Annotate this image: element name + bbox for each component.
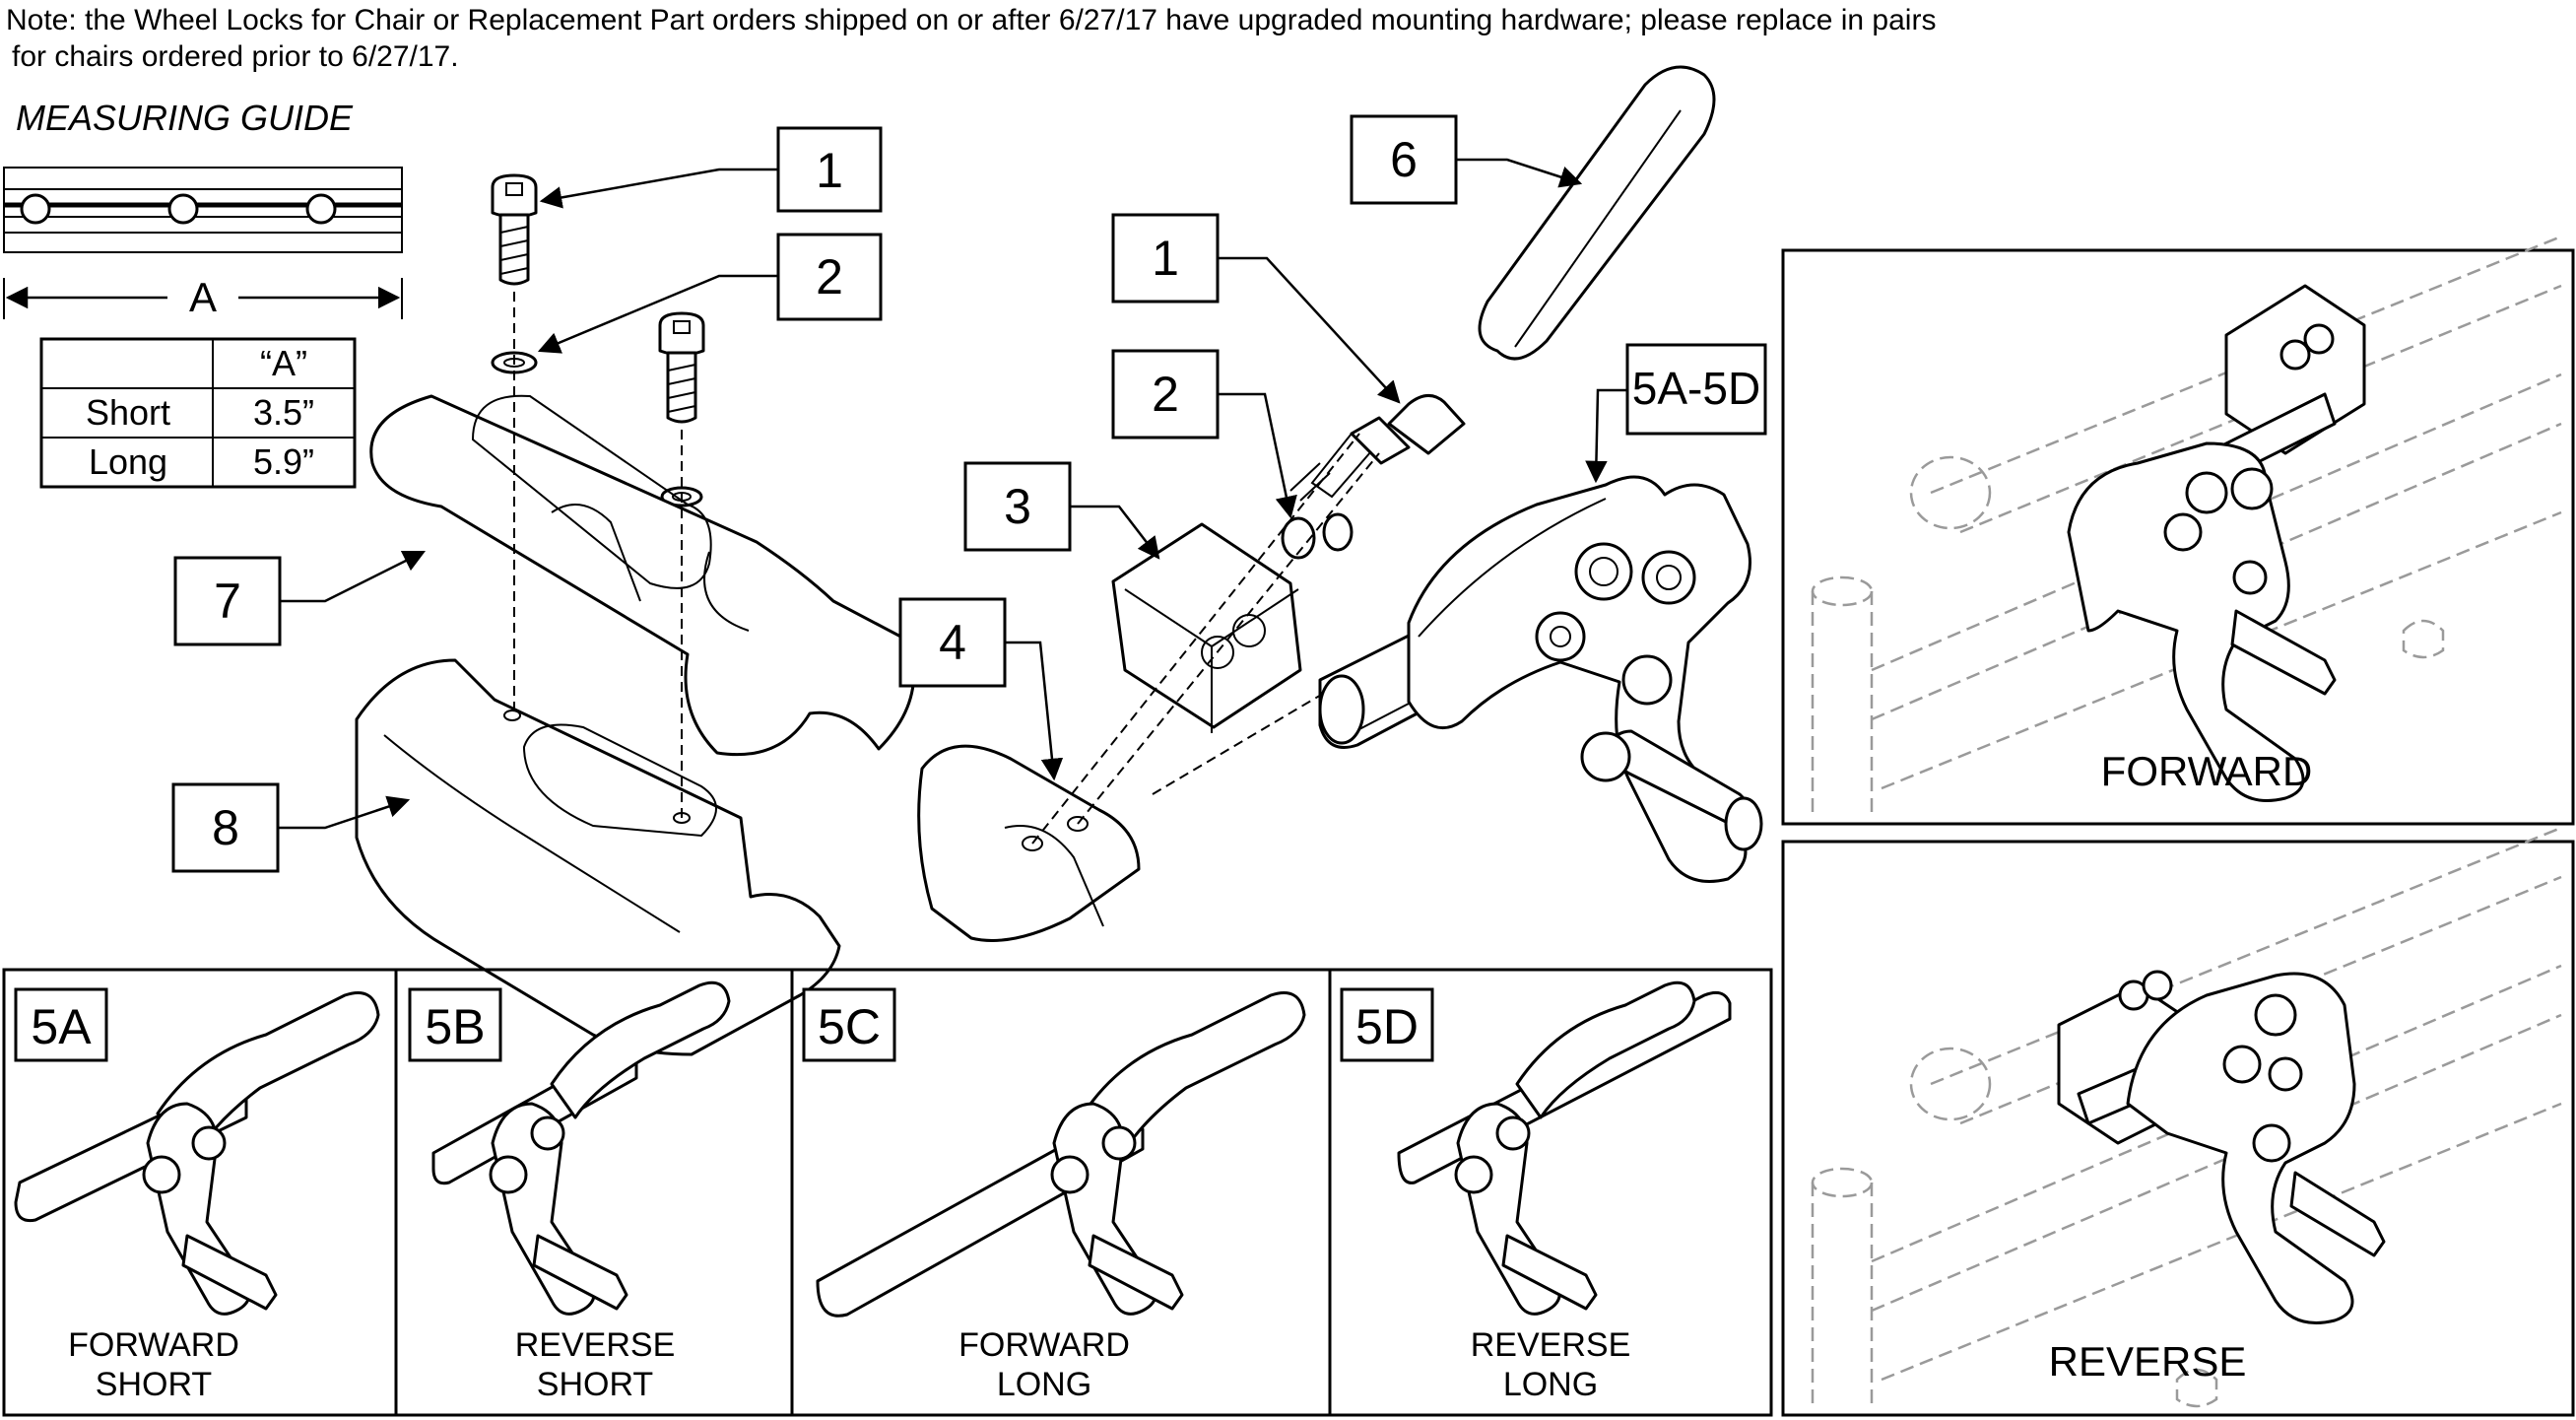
variant-5c-line1: FORWARD	[958, 1326, 1130, 1364]
variant-5b: 5B REVERSE SHORT	[408, 980, 731, 1403]
variant-panels: 5A FORWARD SHORT 5B REVERSE SHORT	[2, 968, 1773, 1417]
measuring-guide-title: MEASURING GUIDE	[16, 98, 354, 138]
table-row-short-label: Short	[86, 392, 170, 433]
reverse-view-label: REVERSE	[2049, 1338, 2247, 1385]
screw-part-1-mid	[1289, 394, 1466, 502]
variant-5b-line1: REVERSE	[515, 1326, 676, 1364]
measuring-guide: MEASURING GUIDE A “A” Short 3.5”	[3, 98, 403, 489]
forward-view-label: FORWARD	[2101, 748, 2313, 794]
variant-5d-line1: REVERSE	[1471, 1326, 1631, 1364]
variant-5d-id: 5D	[1355, 999, 1419, 1054]
variant-5c-line2: LONG	[997, 1366, 1091, 1403]
washer-part-2-mid	[1281, 516, 1316, 560]
variant-5b-id: 5B	[425, 999, 485, 1054]
screw-second-left	[658, 311, 705, 424]
svg-text:1: 1	[1152, 231, 1179, 286]
svg-text:5A-5D: 5A-5D	[1632, 363, 1760, 414]
variant-5c-id: 5C	[818, 999, 881, 1054]
wheel-lock-exploded	[917, 65, 1763, 942]
variant-5a-line2: SHORT	[96, 1366, 212, 1403]
length-table: “A” Short 3.5” Long 5.9”	[39, 337, 357, 489]
table-row-long-value: 5.9”	[253, 441, 314, 482]
variant-5b-line2: SHORT	[537, 1366, 653, 1403]
svg-text:3: 3	[1004, 479, 1031, 534]
callout-left-8: 8	[171, 782, 411, 873]
svg-text:4: 4	[939, 615, 966, 670]
left-clamp-assembly	[355, 173, 916, 1056]
callout-left-7: 7	[173, 550, 427, 646]
callout-mid-5a-5d: 5A-5D	[1585, 343, 1767, 484]
rail-illustration	[3, 167, 403, 253]
callout-mid-6: 6	[1350, 114, 1583, 205]
variant-5c: 5C FORWARD LONG	[802, 987, 1306, 1403]
callout-left-1: 1	[539, 126, 883, 213]
table-row-short-value: 3.5”	[253, 392, 314, 433]
svg-text:7: 7	[214, 574, 241, 629]
forward-lock	[2067, 284, 2366, 802]
svg-text:6: 6	[1390, 132, 1418, 187]
variant-5d: 5D REVERSE LONG	[1340, 980, 1732, 1403]
variant-5a-id: 5A	[31, 999, 92, 1054]
variant-5a: 5A FORWARD SHORT	[14, 987, 380, 1403]
svg-text:2: 2	[1152, 367, 1179, 422]
screw-part-1-left	[491, 173, 538, 286]
table-row-long-label: Long	[89, 441, 167, 482]
grip-pad-part-6	[1478, 65, 1716, 361]
callout-mid-1: 1	[1111, 213, 1401, 404]
dimension-label: A	[189, 274, 217, 320]
variant-5a-line1: FORWARD	[68, 1326, 239, 1364]
svg-text:1: 1	[816, 143, 843, 198]
table-header-a: “A”	[260, 343, 307, 383]
clamp-block-part-3	[1111, 522, 1302, 733]
reverse-view-panel: REVERSE	[1781, 826, 2575, 1417]
wheel-lock-body	[1407, 475, 1763, 883]
saddle-part-4	[917, 744, 1141, 942]
callout-mid-2: 2	[1111, 349, 1297, 519]
svg-text:8: 8	[212, 800, 239, 855]
clamp-bottom-part-8	[355, 658, 841, 1056]
svg-text:2: 2	[816, 249, 843, 304]
forward-view-panel: FORWARD	[1781, 235, 2575, 826]
callout-mid-3: 3	[963, 461, 1160, 560]
note-line-1: Note: the Wheel Locks for Chair or Repla…	[6, 4, 1936, 36]
reverse-lock	[2057, 970, 2386, 1324]
note-line-2: for chairs ordered prior to 6/27/17.	[12, 40, 459, 73]
clamp-top-part-7	[369, 394, 916, 757]
dimension-a: A	[3, 274, 403, 320]
callout-left-2: 2	[537, 233, 883, 354]
callout-mid-4: 4	[898, 597, 1064, 781]
variant-5d-line2: LONG	[1503, 1366, 1598, 1403]
